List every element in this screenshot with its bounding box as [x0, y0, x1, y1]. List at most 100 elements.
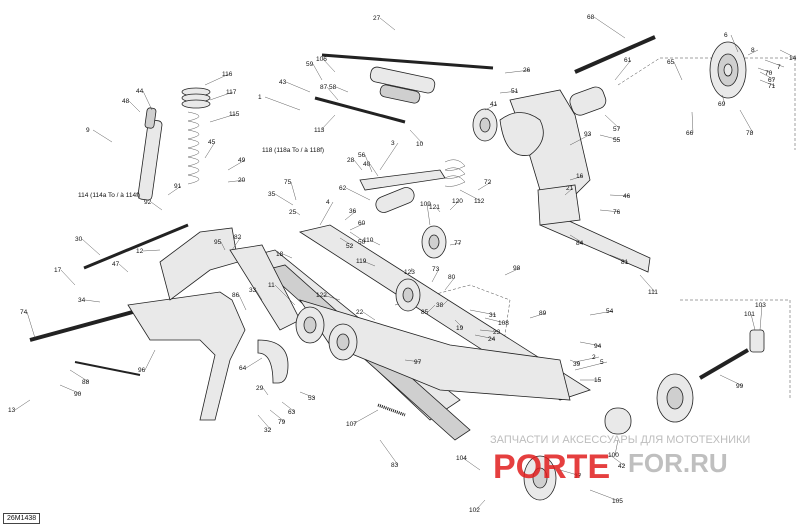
callout-33: 33	[249, 287, 257, 294]
callout-90: 90	[74, 391, 82, 398]
callout-115: 115	[229, 111, 240, 118]
leader-line	[369, 163, 379, 177]
callout-76: 76	[613, 209, 621, 216]
axle-end-101	[749, 329, 765, 353]
annotation-118: 118 (118a To / à 118f)	[262, 147, 324, 154]
callout-8: 8	[751, 47, 755, 54]
leader-line	[295, 211, 301, 216]
leader-line	[475, 499, 486, 511]
callout-46: 46	[623, 193, 631, 200]
callout-5: 5	[600, 359, 604, 366]
idler-wheel-front	[295, 306, 325, 344]
leader-line	[26, 311, 36, 339]
leader-line	[462, 457, 481, 471]
leader-line	[92, 129, 113, 143]
rivet-strip-107	[377, 403, 406, 417]
leader-line	[128, 100, 141, 113]
callout-70: 70	[765, 70, 773, 77]
leader-line	[569, 133, 592, 146]
leader-line	[349, 222, 366, 231]
leader-line	[150, 201, 163, 211]
leader-line	[504, 267, 521, 276]
callout-38: 38	[436, 302, 444, 309]
leader-line	[339, 237, 354, 247]
callout-31: 31	[489, 312, 497, 319]
rear-axle-shaft	[574, 35, 656, 74]
leader-line	[589, 489, 620, 502]
callout-58: 58	[329, 84, 337, 91]
callout-27: 27	[373, 15, 381, 22]
leader-line	[721, 94, 726, 105]
callout-22: 22	[356, 309, 364, 316]
leader-line	[479, 329, 501, 333]
leader-line	[204, 141, 216, 159]
callout-85: 85	[421, 309, 429, 316]
callout-106: 106	[316, 56, 327, 63]
leader-line	[426, 203, 431, 226]
front-stopper-64	[257, 339, 289, 384]
callout-100: 100	[608, 452, 619, 459]
leader-line	[319, 201, 334, 226]
leader-line	[227, 159, 246, 171]
leader-line	[227, 179, 246, 183]
leader-line	[673, 61, 683, 81]
callout-14: 14	[789, 55, 797, 62]
callout-47: 47	[112, 261, 120, 268]
callout-116: 116	[222, 71, 233, 78]
leader-line	[81, 238, 101, 256]
callout-92: 92	[144, 199, 152, 206]
callout-86: 86	[232, 292, 240, 299]
callout-59: 59	[306, 61, 314, 68]
leader-line	[220, 241, 226, 251]
callout-37: 37	[574, 473, 582, 480]
leader-line	[442, 299, 449, 306]
leader-line	[349, 231, 366, 243]
callout-35: 35	[268, 191, 276, 198]
callout-71: 71	[768, 83, 776, 90]
leader-line	[609, 194, 631, 197]
callout-75: 75	[284, 179, 292, 186]
leader-line	[499, 90, 519, 94]
callout-49: 49	[238, 157, 246, 164]
leader-line	[320, 114, 336, 131]
callout-7: 7	[777, 64, 781, 71]
callout-98: 98	[513, 265, 521, 272]
callout-12: 12	[136, 248, 144, 255]
callout-56: 56	[358, 152, 366, 159]
leader-line	[614, 439, 619, 456]
callout-1: 1	[258, 94, 262, 101]
front-spring-116	[181, 87, 211, 109]
leader-line	[569, 234, 584, 244]
callout-73: 73	[432, 266, 440, 273]
callout-122: 122	[316, 292, 327, 299]
leader-line	[231, 236, 242, 251]
callout-113: 113	[314, 127, 325, 134]
leader-line	[609, 254, 629, 263]
rear-idler-wheel-78	[709, 41, 747, 99]
idler-wheel-upper	[421, 225, 447, 259]
leader-line	[574, 361, 608, 371]
leader-line	[504, 69, 531, 74]
leader-line	[379, 142, 399, 171]
spacer-62	[375, 187, 415, 213]
callout-119: 119	[356, 258, 367, 265]
callout-48: 48	[122, 98, 130, 105]
leader-line	[757, 67, 773, 74]
rear-shock-absorber	[369, 66, 436, 104]
watermark-caption: ЗАПЧАСТИ И АКСЕССУАРЫ ДЛЯ МОТОТЕХНИКИ	[490, 434, 750, 446]
leader-line	[719, 374, 744, 387]
leader-line	[569, 359, 581, 365]
leader-line	[474, 334, 496, 340]
leader-line	[427, 304, 436, 313]
callout-95: 95	[214, 239, 222, 246]
leader-line	[60, 269, 76, 286]
front-spring-115	[187, 111, 200, 185]
leader-line	[529, 312, 547, 319]
leader-line	[281, 401, 296, 413]
leader-line	[257, 414, 272, 431]
leader-line	[144, 349, 156, 371]
callout-29: 29	[256, 385, 264, 392]
leader-line	[369, 239, 381, 246]
